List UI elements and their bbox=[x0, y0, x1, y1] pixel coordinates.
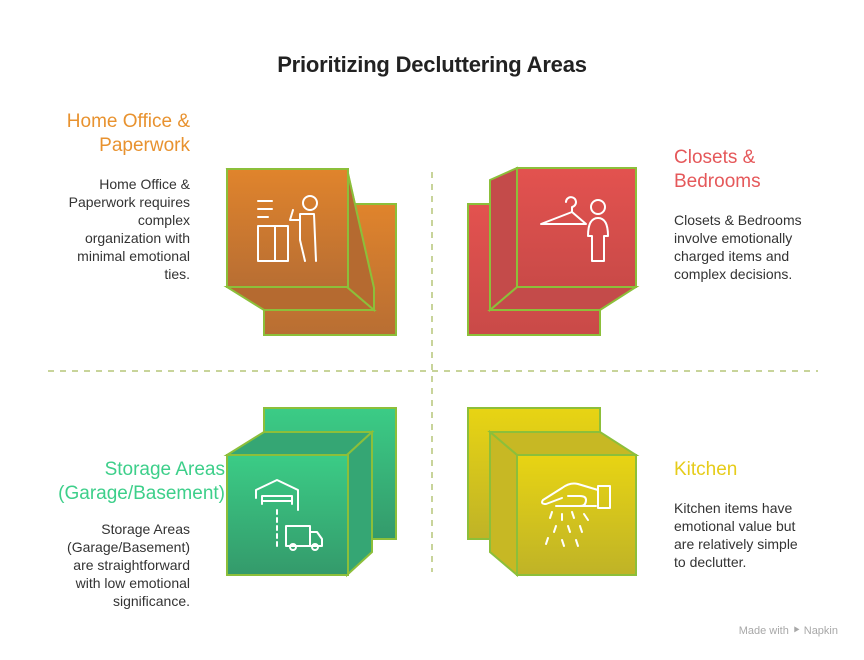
desc-line: are straightforward bbox=[73, 557, 190, 573]
desc-line: involve emotionally bbox=[674, 230, 793, 246]
storage-description: Storage Areas (Garage/Basement) are stra… bbox=[67, 520, 190, 610]
kitchen-heading-line1: Kitchen bbox=[674, 459, 738, 480]
garage-truck-icon bbox=[255, 479, 323, 551]
desc-line: complex decisions. bbox=[674, 266, 793, 282]
desc-line: significance. bbox=[112, 593, 190, 609]
closets-description: Closets & Bedrooms involve emotionally c… bbox=[674, 211, 802, 283]
desc-line: Closets & Bedrooms bbox=[674, 212, 802, 228]
hand-sprinkle-icon bbox=[541, 482, 611, 547]
hanger-person-icon bbox=[540, 196, 609, 262]
desc-line: Home Office & bbox=[99, 176, 190, 192]
napkin-branding[interactable]: Made with ⯈ Napkin bbox=[738, 625, 838, 637]
kitchen-heading: Kitchen bbox=[674, 458, 737, 482]
home-office-description: Home Office & Paperwork requires complex… bbox=[69, 175, 190, 283]
closets-heading: Closets & Bedrooms bbox=[674, 146, 761, 194]
closets-heading-line2: Bedrooms bbox=[674, 171, 761, 192]
home-office-heading: Home Office & Paperwork bbox=[67, 110, 190, 158]
desc-line: minimal emotional bbox=[77, 248, 190, 264]
desc-line: Storage Areas bbox=[101, 521, 190, 537]
closets-cube bbox=[467, 166, 640, 336]
desc-line: Paperwork requires bbox=[68, 194, 190, 210]
desc-line: organization with bbox=[84, 230, 190, 246]
kitchen-cube bbox=[467, 407, 640, 578]
kitchen-description: Kitchen items have emotional value but a… bbox=[674, 499, 798, 571]
desc-line: to declutter. bbox=[674, 554, 747, 570]
desc-line: Kitchen items have bbox=[674, 500, 793, 516]
desc-line: emotional value but bbox=[674, 518, 796, 534]
storage-heading-line2: (Garage/Basement) bbox=[58, 483, 225, 504]
storage-heading-line1: Storage Areas bbox=[104, 459, 225, 480]
storage-heading: Storage Areas (Garage/Basement) bbox=[58, 458, 225, 506]
desc-line: with low emotional bbox=[75, 575, 190, 591]
home-office-heading-line2: Paperwork bbox=[99, 135, 190, 156]
desc-line: (Garage/Basement) bbox=[67, 539, 190, 555]
desc-line: charged items and bbox=[674, 248, 790, 264]
desc-line: are relatively simple bbox=[674, 536, 798, 552]
storage-cube bbox=[223, 407, 397, 578]
home-office-cube bbox=[223, 168, 397, 336]
home-office-heading-line1: Home Office & bbox=[66, 111, 190, 132]
desc-line: complex bbox=[137, 212, 190, 228]
page-title: Prioritizing Decluttering Areas bbox=[277, 52, 587, 77]
desc-line: ties. bbox=[164, 266, 190, 282]
desk-worker-icon bbox=[257, 195, 318, 262]
closets-heading-line1: Closets & bbox=[674, 147, 756, 168]
